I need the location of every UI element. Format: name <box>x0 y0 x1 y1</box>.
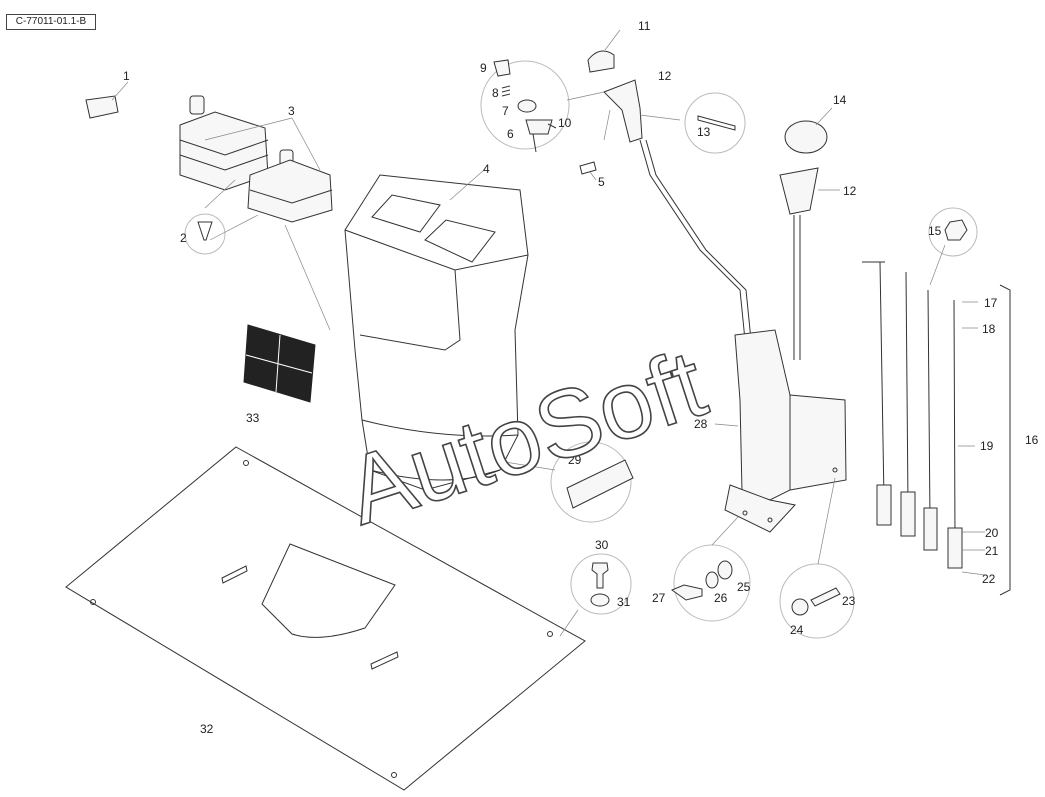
callout-6: 6 <box>507 127 514 141</box>
part-2-screw[interactable] <box>197 221 213 241</box>
callout-labels: 1 3 2 4 33 9 8 7 6 10 11 12 13 5 14 12 1… <box>123 19 1039 736</box>
callout-5: 5 <box>598 175 605 189</box>
part-13-pin[interactable] <box>697 115 736 131</box>
callout-12-upper: 12 <box>658 69 672 83</box>
drawing-code: C-77011-01.1-B <box>6 14 96 30</box>
callout-11: 11 <box>638 19 651 33</box>
callout-13: 13 <box>697 125 711 139</box>
callout-32: 32 <box>200 722 214 736</box>
callout-26: 26 <box>714 591 728 605</box>
callout-27: 27 <box>652 591 666 605</box>
watermark: AutoSoft <box>334 330 717 546</box>
part-3-rubber-boots[interactable] <box>179 95 333 223</box>
part-29-sleeve[interactable] <box>566 459 634 509</box>
part-12-knob-lower[interactable] <box>779 167 819 215</box>
part-4-console-housing[interactable] <box>344 174 529 491</box>
callout-14: 14 <box>833 93 847 107</box>
callout-10: 10 <box>558 116 572 130</box>
callout-9: 9 <box>480 61 487 75</box>
callout-1: 1 <box>123 69 130 83</box>
lever-rods[interactable] <box>639 139 801 360</box>
part-30-31-bolt-washer[interactable] <box>590 562 610 607</box>
callout-7: 7 <box>502 104 509 118</box>
part-5-screw[interactable] <box>579 161 597 175</box>
callout-33: 33 <box>246 411 260 425</box>
callout-19: 19 <box>980 439 994 453</box>
callout-30: 30 <box>595 538 609 552</box>
callout-24: 24 <box>790 623 804 637</box>
part-28-lever-bracket[interactable] <box>724 329 847 533</box>
callout-20: 20 <box>985 526 999 540</box>
callout-12-lower: 12 <box>843 184 857 198</box>
part-25-27-hardware[interactable] <box>670 560 733 601</box>
callout-22: 22 <box>982 572 996 586</box>
callout-29: 29 <box>568 453 582 467</box>
part-1[interactable] <box>85 95 119 119</box>
leader-lines <box>111 29 986 637</box>
callout-3: 3 <box>288 104 295 118</box>
callout-21: 21 <box>985 544 999 558</box>
callout-25: 25 <box>737 580 751 594</box>
part-32-floor-plate[interactable] <box>65 446 586 791</box>
callout-28: 28 <box>694 417 708 431</box>
part-33-decal[interactable] <box>243 324 316 403</box>
callout-18: 18 <box>982 322 996 336</box>
part-11-cap[interactable] <box>587 50 615 73</box>
callout-15: 15 <box>928 224 942 238</box>
part-15-nut[interactable] <box>944 219 968 241</box>
callout-31: 31 <box>617 595 631 609</box>
callout-2: 2 <box>180 231 187 245</box>
part-23-24-hardware[interactable] <box>791 587 841 616</box>
part-14-cap[interactable] <box>784 120 828 154</box>
callout-23: 23 <box>842 594 856 608</box>
callout-8: 8 <box>492 86 499 100</box>
callout-16: 16 <box>1025 433 1039 447</box>
part-16-cable-set[interactable] <box>862 261 1011 596</box>
callout-17: 17 <box>984 296 998 310</box>
callout-4: 4 <box>483 162 490 176</box>
part-12-knob-upper[interactable] <box>603 79 643 143</box>
part-kit-6-10[interactable] <box>493 59 557 153</box>
